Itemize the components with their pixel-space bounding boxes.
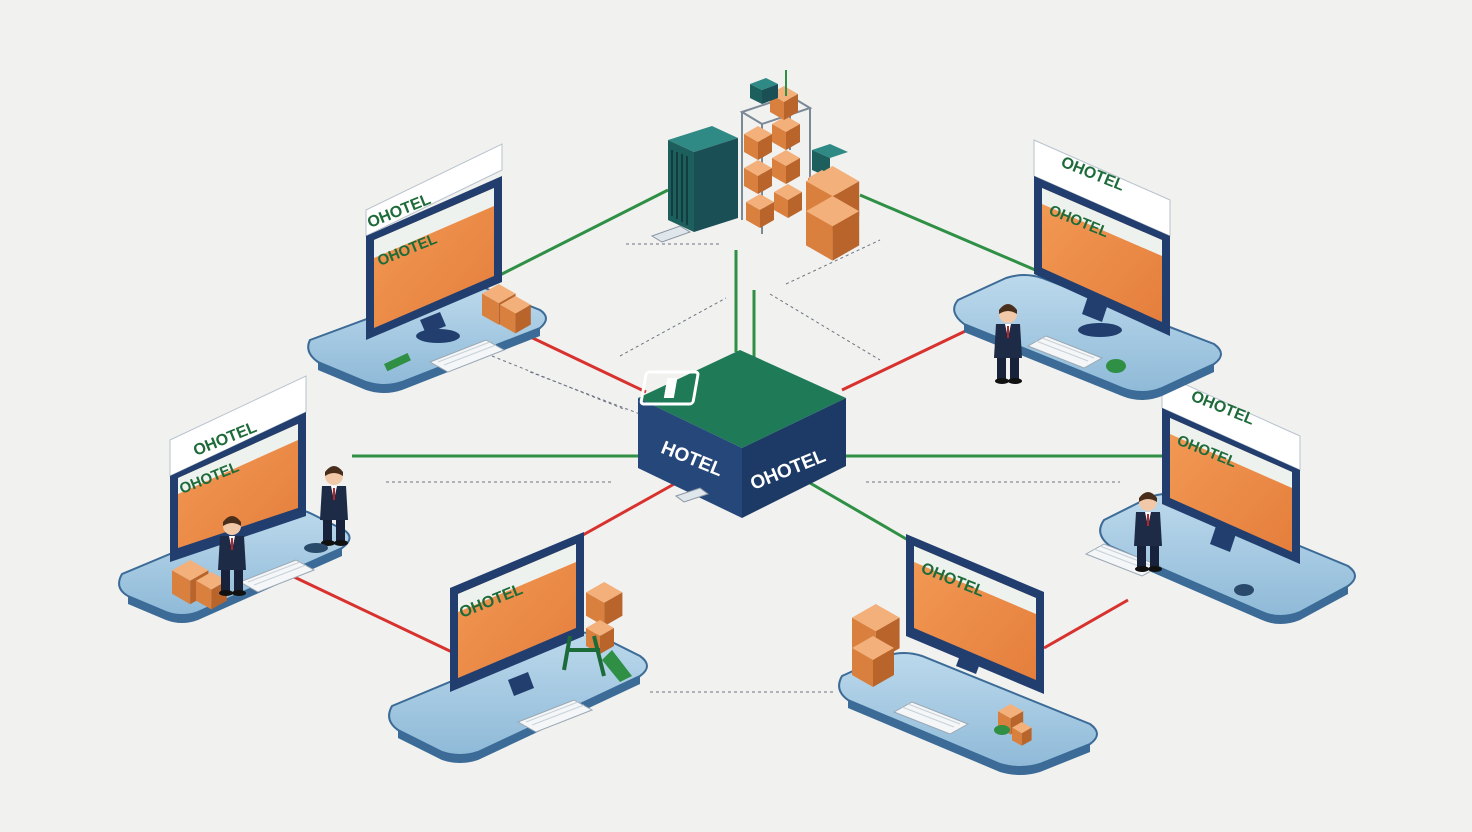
link-hub-top-right — [841, 323, 979, 392]
hand-truck — [562, 635, 606, 677]
workstation-top-right: OHOTEL OHOTEL — [953, 139, 1222, 400]
monitor-screen-mid-left — [178, 424, 298, 548]
hub-top — [638, 350, 846, 448]
monitor-screen-top-right — [1042, 188, 1162, 322]
hub-left-face — [638, 398, 742, 518]
link-hub-bottom-left — [573, 481, 677, 542]
monitor-screen-bottom-right — [914, 546, 1036, 680]
monitor-screen-mid-right — [1170, 418, 1292, 552]
server-cluster — [650, 70, 860, 261]
links — [291, 188, 1162, 693]
workstation-mid-right: OHOTEL OHOTEL — [1085, 373, 1356, 624]
workstation-bottom-left: OHOTEL — [388, 532, 648, 763]
workstation-bottom-right: OHOTEL — [838, 534, 1098, 775]
link-hub-bottom-right — [809, 481, 909, 542]
link-right-chain — [1043, 598, 1129, 650]
workstation-top-left: OHOTEL OHOTEL — [307, 143, 547, 393]
workstation-mid-left: OHOTEL OHOTEL — [118, 375, 351, 623]
link-server-top-left — [499, 188, 669, 277]
hotel-building-icon — [639, 370, 700, 406]
monitor-screen-top-left — [374, 188, 494, 328]
link-server-top-right — [859, 193, 1041, 274]
link-left-chain — [291, 574, 453, 654]
storage-shelf — [739, 70, 813, 234]
server-rack — [650, 126, 738, 243]
stacked-boxes — [806, 144, 860, 261]
monitor-screen-bottom-left — [458, 544, 576, 678]
hub-right-face — [742, 398, 846, 518]
hotel-hub: HOTEL OHOTEL — [638, 350, 846, 518]
link-hub-top-left — [519, 330, 647, 394]
